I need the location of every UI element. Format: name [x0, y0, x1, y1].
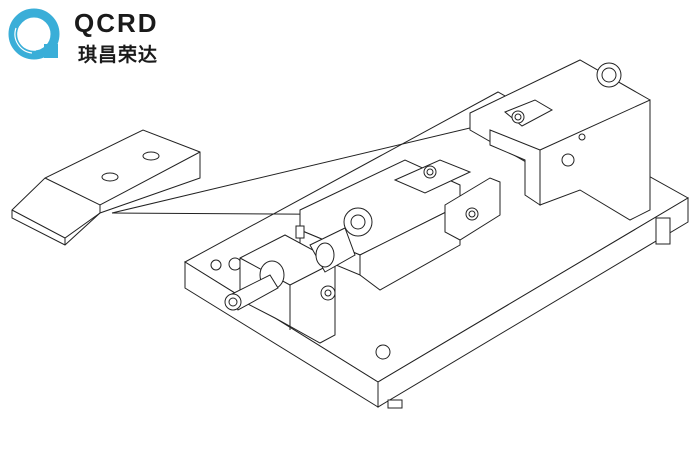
- leader-line: [112, 118, 512, 213]
- slide-block: [300, 160, 500, 290]
- brand-name-en: QCRD: [74, 8, 159, 38]
- wedge-block: [12, 130, 200, 245]
- brand-name-cn: 琪昌荣达: [78, 44, 159, 66]
- rear-clamp-block: [470, 60, 650, 220]
- q-mark-icon: [8, 8, 60, 60]
- company-logo: QCRD 琪昌荣达: [6, 6, 176, 66]
- cylinder-assembly: [225, 226, 355, 343]
